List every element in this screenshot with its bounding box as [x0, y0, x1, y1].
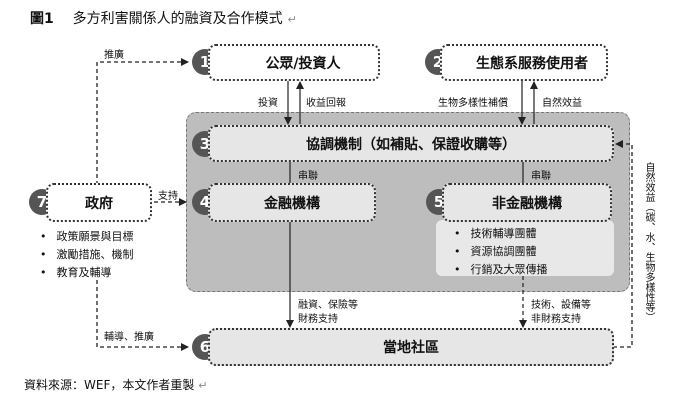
figure-title: 圖1 多方利害關係人的融資及合作模式 ↵ — [30, 8, 297, 28]
list-item: 資源協調團體 — [454, 243, 548, 261]
edge-label-promote: 推廣 — [104, 50, 124, 61]
source-note: 資料來源：WEF，本文作者重製 ↵ — [24, 376, 207, 393]
edge-label-side-benefit: 自然效益（碳、水、生物多樣性等） — [643, 162, 654, 322]
edge-label-tech-support-2: 非財務支持 — [531, 314, 581, 325]
government-box: 政府 — [46, 183, 152, 222]
edge-community-to-coordination — [613, 140, 633, 348]
edge-gov-to-public — [96, 58, 189, 192]
nonfinancial-list: 技術輔導團體 資源協調團體 行銷及大眾傳播 — [454, 225, 548, 279]
government-label: 政府 — [85, 195, 113, 212]
financial-institution-box: 金融機構 — [208, 183, 376, 222]
list-item: 行銷及大眾傳播 — [454, 261, 548, 279]
public-investor-label: 公眾/投資人 — [265, 55, 341, 72]
government-list: 政策願景與目標 激勵措施、機制 教育及輔導 — [40, 228, 134, 282]
financial-institution-label: 金融機構 — [264, 195, 320, 212]
coordination-mechanism-label: 協調機制（如補貼、保證收購等） — [306, 136, 516, 153]
edge-label-natural-benefit: 自然效益 — [542, 98, 582, 109]
edge-label-invest: 投資 — [258, 98, 278, 109]
local-community-box: 當地社區 — [208, 328, 614, 366]
edge-label-guide: 輔導、推廣 — [104, 332, 154, 343]
ecosystem-user-box: 生態系服務使用者 — [440, 44, 608, 81]
edge-label-tech-support-1: 技術、設備等 — [531, 300, 591, 311]
nonfinancial-institution-label: 非金融機構 — [492, 195, 562, 212]
edge-label-link-right: 串聯 — [531, 171, 551, 182]
edge-label-return: 收益回報 — [306, 98, 346, 109]
list-item: 政策願景與目標 — [40, 228, 134, 246]
public-investor-box: 公眾/投資人 — [208, 44, 380, 81]
nonfinancial-institution-box: 非金融機構 — [442, 183, 612, 222]
edge-label-biodiversity-compensation: 生物多樣性補償 — [438, 98, 508, 109]
list-item: 激勵措施、機制 — [40, 246, 134, 264]
edge-gov-to-community — [96, 280, 189, 351]
edge-label-support: 支持 — [158, 191, 178, 202]
figure-title-text: 多方利害關係人的融資及合作模式 — [72, 11, 283, 27]
edge-label-finance-support-1: 融資、保險等 — [298, 300, 358, 311]
source-text: 資料來源：WEF，本文作者重製 — [24, 378, 195, 392]
local-community-label: 當地社區 — [383, 340, 439, 356]
figure-number: 圖1 — [30, 11, 54, 27]
coordination-mechanism-box: 協調機制（如補貼、保證收購等） — [208, 125, 614, 162]
list-item: 技術輔導團體 — [454, 225, 548, 243]
paragraph-mark-icon: ↵ — [198, 379, 208, 392]
ecosystem-user-label: 生態系服務使用者 — [476, 55, 588, 72]
paragraph-mark-icon: ↵ — [287, 13, 297, 26]
edge-label-finance-support-2: 財務支持 — [298, 314, 338, 325]
list-item: 教育及輔導 — [40, 264, 134, 282]
edge-label-link-left: 串聯 — [298, 171, 318, 182]
